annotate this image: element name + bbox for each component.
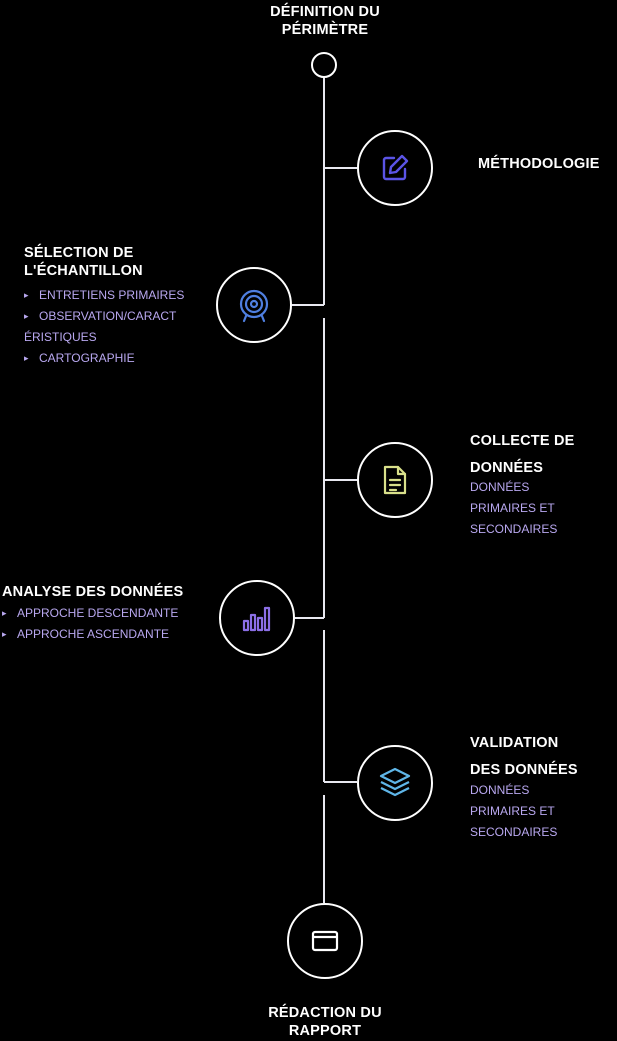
list-item: Observation/caract: [24, 306, 214, 327]
echantillon-list: Entretiens primaires Observation/caract …: [24, 285, 214, 369]
layers-icon: [378, 766, 412, 800]
title-line: Collecte de: [470, 433, 575, 449]
list-item: éristiques: [24, 330, 97, 344]
step-collecte-title: Collecte de données: [470, 428, 575, 482]
list-item: Approche ascendante: [2, 624, 212, 645]
subtitle-line: primaires et: [470, 804, 555, 818]
subtitle-line: secondaires: [470, 825, 558, 839]
bar-chart-icon: [241, 603, 273, 633]
collecte-subtitle: Données primaires et secondaires: [470, 477, 557, 540]
title-line: rapport: [288, 1023, 362, 1039]
title-line: Sélection de: [24, 245, 134, 261]
pencil-square-icon: [379, 152, 411, 184]
target-icon: [236, 287, 272, 323]
step-start-title: Définition du périmètre: [230, 3, 420, 39]
title-line: périmètre: [281, 22, 369, 38]
title-line: l'échantillon: [24, 263, 143, 279]
analyse-node: [219, 580, 295, 656]
step-echantillon-title: Sélection de l'échantillon: [24, 244, 143, 280]
subtitle-line: primaires et: [470, 501, 555, 515]
title-line: Validation: [470, 735, 559, 751]
subtitle-line: secondaires: [470, 522, 558, 536]
document-icon: [381, 464, 409, 496]
title-line: Rédaction du: [268, 1005, 382, 1021]
list-item: Cartographie: [24, 348, 214, 369]
title-line: Définition du: [270, 4, 380, 20]
title-line: des données: [470, 762, 578, 778]
echantillon-node: [216, 267, 292, 343]
collecte-node: [357, 442, 433, 518]
step-analyse-title: Analyse des données: [2, 584, 184, 600]
step-validation-title: Validation des données: [470, 730, 578, 784]
redaction-node: [287, 903, 363, 979]
title-line: données: [470, 460, 544, 476]
validation-subtitle: Données primaires et secondaires: [470, 780, 557, 843]
list-item: Approche descendante: [2, 603, 212, 624]
window-icon: [311, 929, 339, 953]
methodo-node: [357, 130, 433, 206]
step-redaction-title: Rédaction du rapport: [230, 1004, 420, 1040]
validation-node: [357, 745, 433, 821]
step-methodo-title: Méthodologie: [478, 156, 600, 172]
start-node: [311, 52, 337, 78]
subtitle-line: Données: [470, 480, 530, 494]
list-item: Entretiens primaires: [24, 285, 214, 306]
analyse-list: Approche descendante Approche ascendante: [2, 603, 212, 645]
subtitle-line: Données: [470, 783, 530, 797]
